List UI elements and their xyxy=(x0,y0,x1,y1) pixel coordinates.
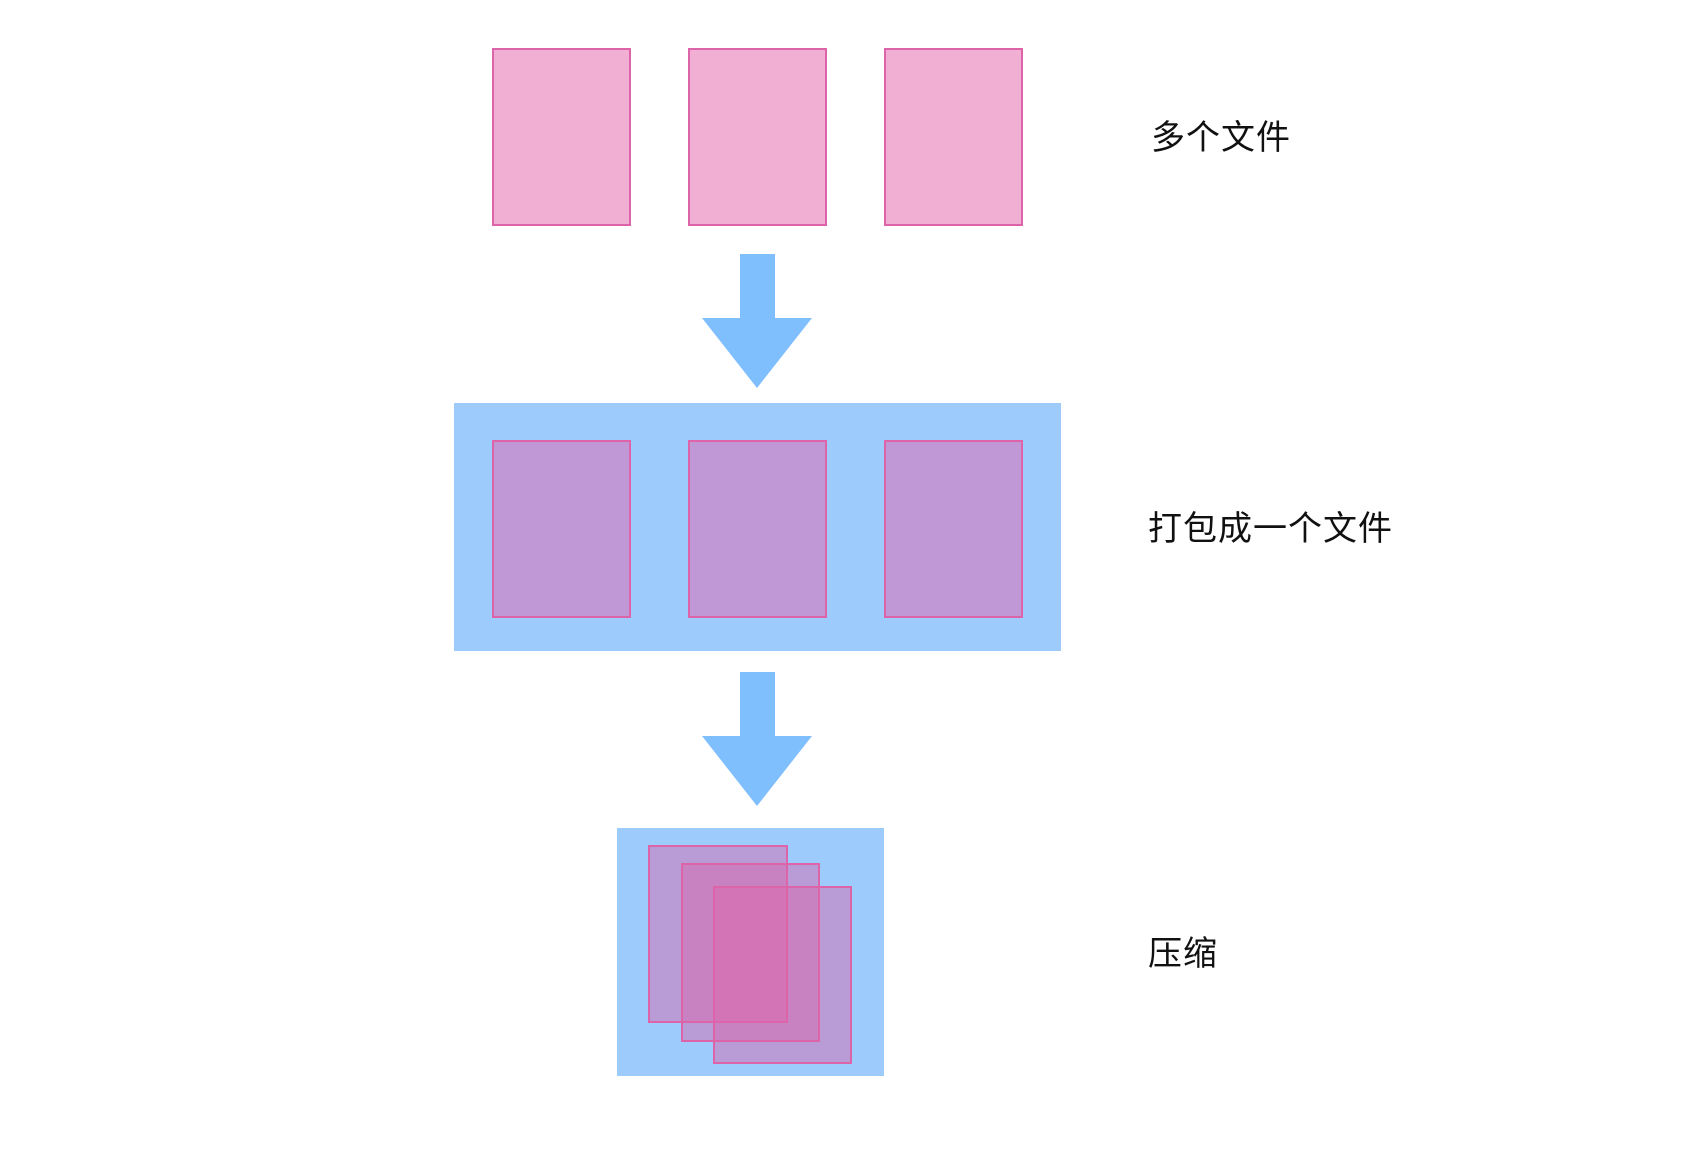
step-label-packed: 打包成一个文件 xyxy=(1148,509,1393,549)
step-label-multiple-files: 多个文件 xyxy=(1151,118,1291,158)
compressed-container xyxy=(617,828,884,1076)
compressed-file-3 xyxy=(713,886,852,1064)
file-3 xyxy=(884,48,1023,226)
arrow-down-icon xyxy=(702,672,812,806)
compressed-file-1 xyxy=(648,845,788,1023)
packed-file-3 xyxy=(884,440,1023,618)
compressed-file-2 xyxy=(681,863,820,1042)
step-label-compressed: 压缩 xyxy=(1148,934,1218,974)
arrow-down-icon xyxy=(702,254,812,388)
packed-file-2 xyxy=(688,440,827,618)
file-1 xyxy=(492,48,631,226)
file-2 xyxy=(688,48,827,226)
packed-file-1 xyxy=(492,440,631,618)
